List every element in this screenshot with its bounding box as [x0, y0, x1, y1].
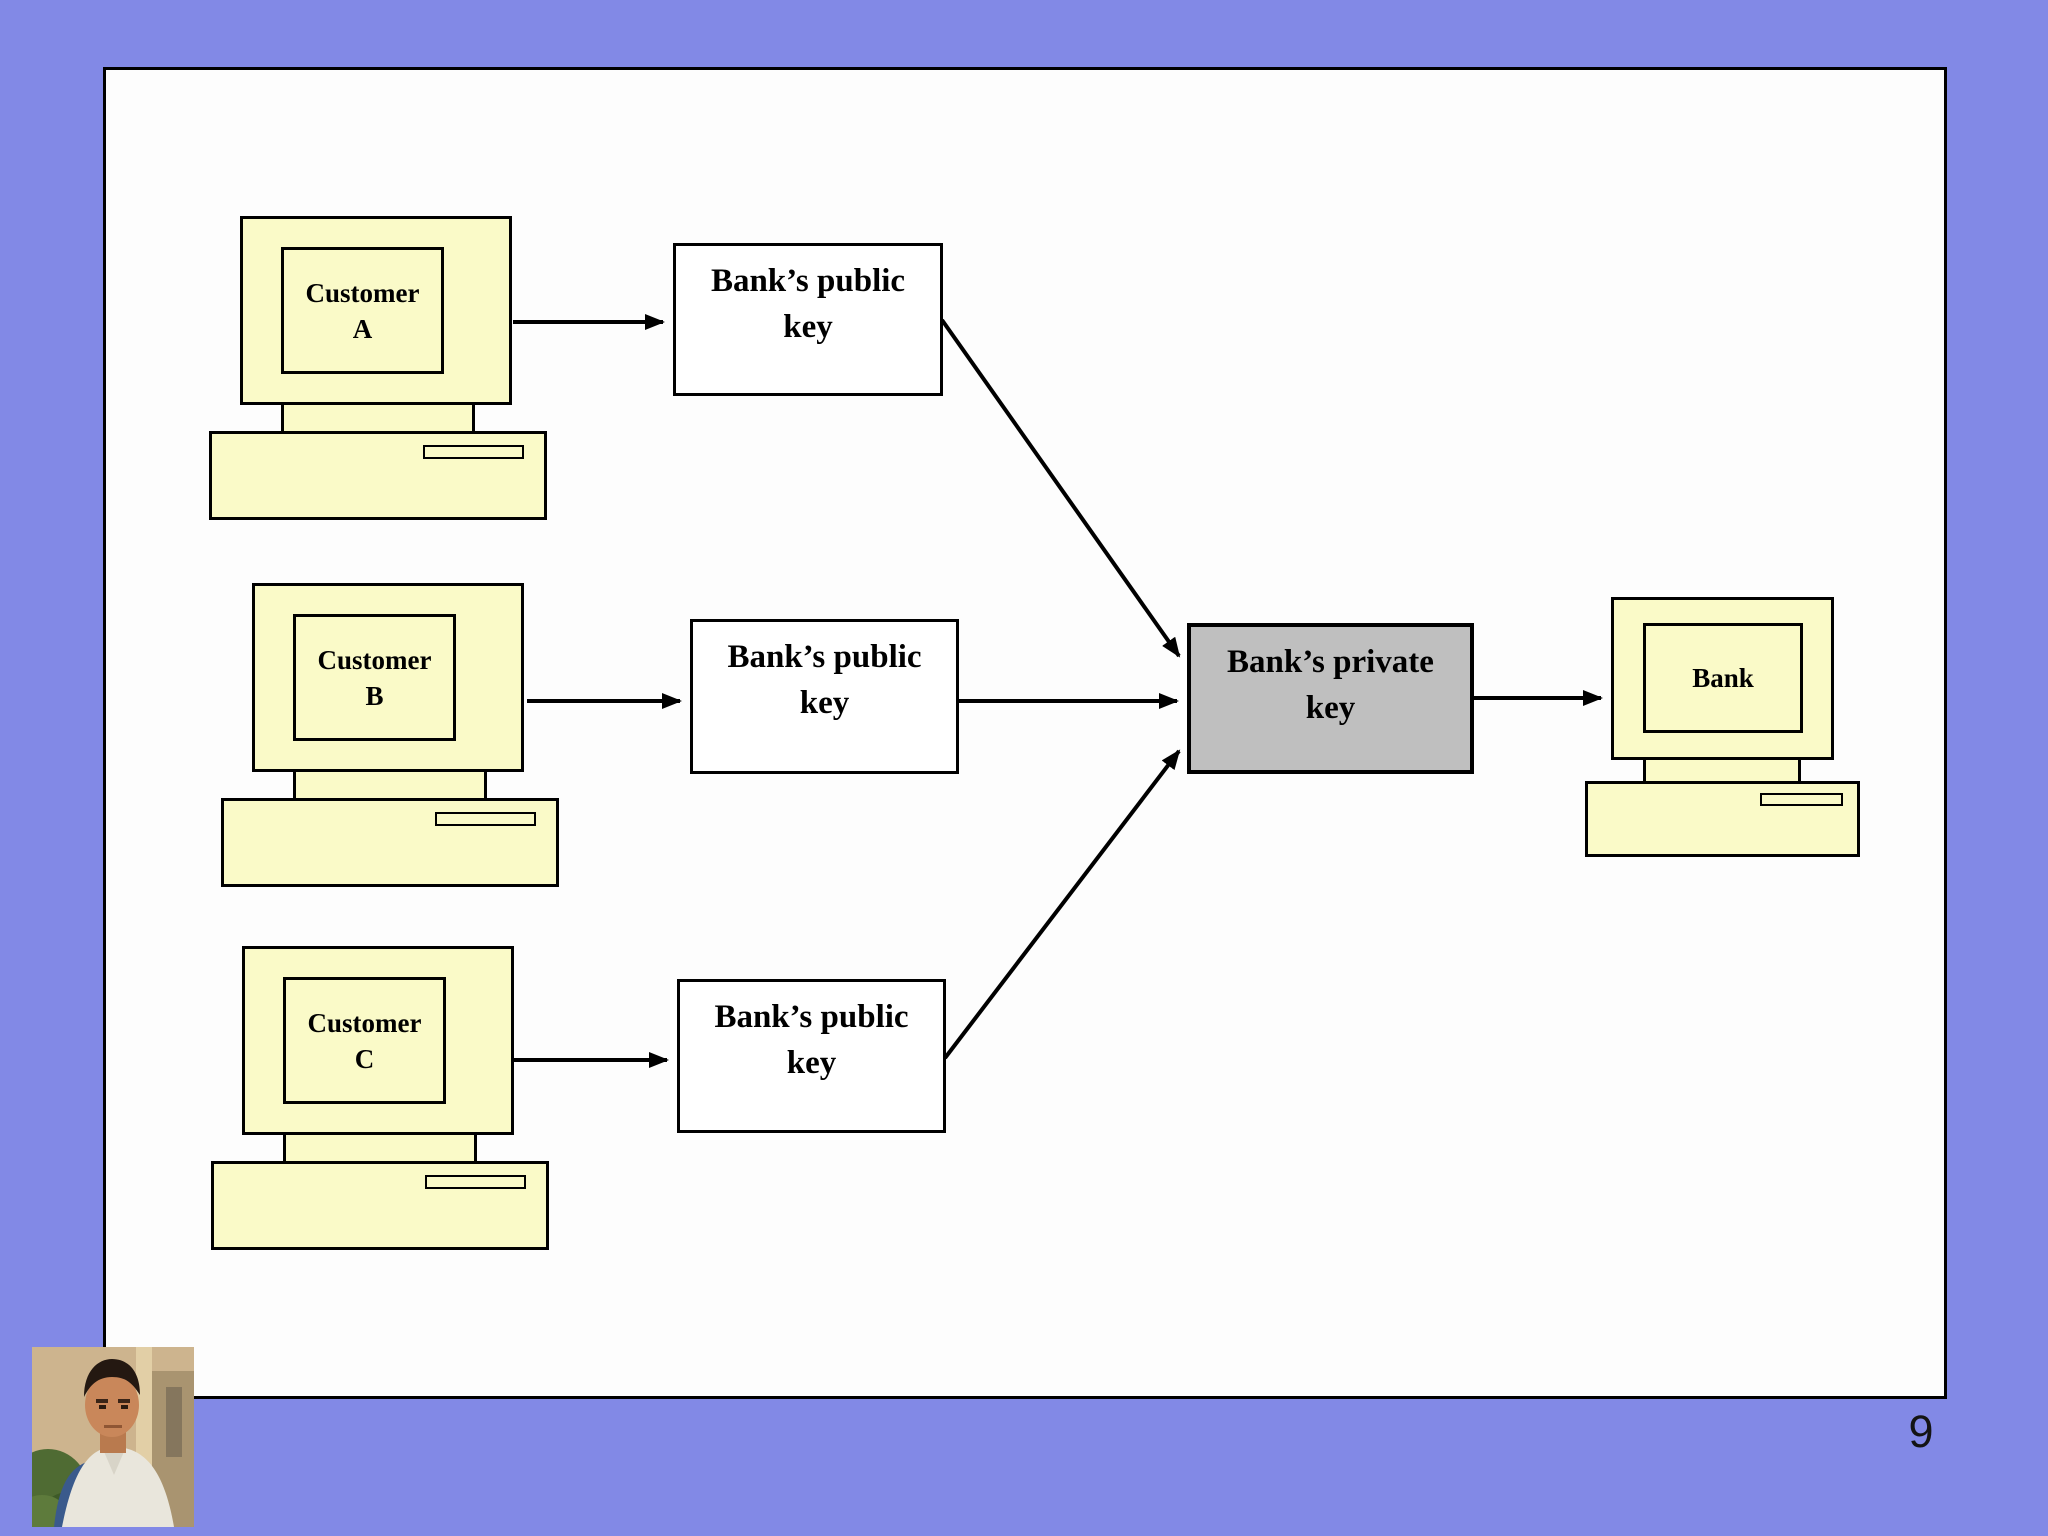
- computer-base: [221, 798, 559, 887]
- computer-icon-customer-a: Customer A: [209, 216, 547, 520]
- disk-slot: [423, 445, 524, 459]
- monitor-screen-label: Customer A: [281, 247, 444, 374]
- computer-base: [211, 1161, 549, 1250]
- monitor-stand: [293, 769, 487, 801]
- customer-c-label-line2: C: [354, 1043, 375, 1074]
- private-key-line2: key: [1305, 690, 1356, 726]
- monitor-screen-label: Customer B: [293, 614, 456, 741]
- monitor-stand: [283, 1132, 477, 1164]
- presenter-photo: [32, 1347, 194, 1527]
- customer-b-label-line1: Customer: [317, 644, 432, 675]
- public-key-b-line1: Bank’s public: [727, 639, 922, 675]
- customer-a-label-line2: A: [352, 313, 373, 344]
- public-key-c-line2: key: [786, 1045, 837, 1081]
- monitor-screen-label: Bank: [1643, 623, 1803, 733]
- private-key-box: Bank’s private key: [1187, 623, 1474, 774]
- customer-c-label-line1: Customer: [307, 1007, 422, 1038]
- disk-slot: [1760, 793, 1843, 806]
- computer-icon-customer-b: Customer B: [221, 583, 559, 887]
- customer-a-label-line1: Customer: [305, 277, 420, 308]
- disk-slot: [435, 812, 536, 826]
- disk-slot: [425, 1175, 526, 1189]
- public-key-box-c: Bank’s public key: [677, 979, 946, 1133]
- customer-b-label-line2: B: [365, 680, 384, 711]
- computer-icon-customer-c: Customer C: [211, 946, 549, 1250]
- public-key-box-a: Bank’s public key: [673, 243, 943, 396]
- bank-label: Bank: [1692, 663, 1754, 693]
- monitor-screen-label: Customer C: [283, 977, 446, 1104]
- public-key-c-line1: Bank’s public: [714, 999, 909, 1035]
- computer-icon-bank: Bank: [1585, 597, 1860, 857]
- computer-base: [1585, 781, 1860, 857]
- monitor-stand: [281, 402, 475, 434]
- public-key-a-line1: Bank’s public: [710, 263, 906, 299]
- monitor-stand: [1643, 757, 1801, 784]
- presenter-photo-art: [32, 1347, 194, 1527]
- private-key-line1: Bank’s private: [1227, 644, 1434, 680]
- public-key-box-b: Bank’s public key: [690, 619, 959, 774]
- public-key-b-line2: key: [799, 685, 850, 721]
- page-number: 9: [1908, 1406, 1934, 1457]
- computer-base: [209, 431, 547, 520]
- public-key-a-line2: key: [783, 309, 833, 345]
